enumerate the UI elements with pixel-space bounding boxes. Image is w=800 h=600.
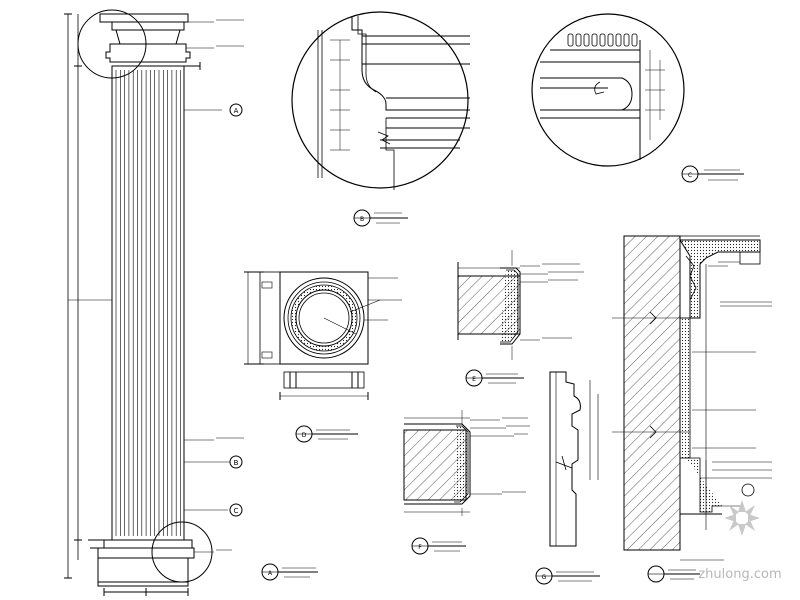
watermark-logo: zhulong.com bbox=[698, 500, 782, 582]
dentil bbox=[615, 33, 622, 47]
section-detail-2 bbox=[403, 410, 530, 555]
dentil-row bbox=[567, 33, 638, 47]
base-detail-large bbox=[531, 13, 744, 183]
tag-c: C bbox=[688, 172, 692, 179]
column-pedestal bbox=[97, 557, 189, 587]
tag-b: B bbox=[360, 216, 364, 223]
dentil bbox=[583, 33, 590, 47]
tag-d: D bbox=[302, 432, 307, 439]
column-elevation bbox=[64, 9, 318, 596]
dentil bbox=[607, 33, 614, 47]
column-flutes bbox=[115, 70, 181, 536]
callout-a: A bbox=[234, 107, 239, 115]
moulding-profile bbox=[535, 371, 600, 585]
wall-section bbox=[612, 235, 772, 583]
column-shaft bbox=[111, 65, 185, 541]
dentil bbox=[599, 33, 606, 47]
dentil bbox=[623, 33, 630, 47]
section-detail-1 bbox=[457, 250, 584, 387]
tag-e: E bbox=[472, 376, 476, 383]
column-plinth-top bbox=[103, 539, 193, 549]
watermark-text: zhulong.com bbox=[698, 567, 781, 582]
dentil bbox=[591, 33, 598, 47]
detail-circle-capital bbox=[77, 9, 147, 79]
tag-g: G bbox=[542, 574, 547, 581]
callout-b: B bbox=[234, 459, 239, 467]
dentil bbox=[575, 33, 582, 47]
capital-detail-large bbox=[291, 11, 470, 227]
tag-f: F bbox=[418, 544, 422, 551]
column-plan bbox=[244, 271, 402, 443]
column-plinth bbox=[97, 547, 195, 559]
dentil bbox=[567, 33, 574, 47]
callout-c: C bbox=[234, 507, 239, 515]
tag-a: A bbox=[268, 570, 273, 577]
dentil bbox=[631, 33, 638, 47]
